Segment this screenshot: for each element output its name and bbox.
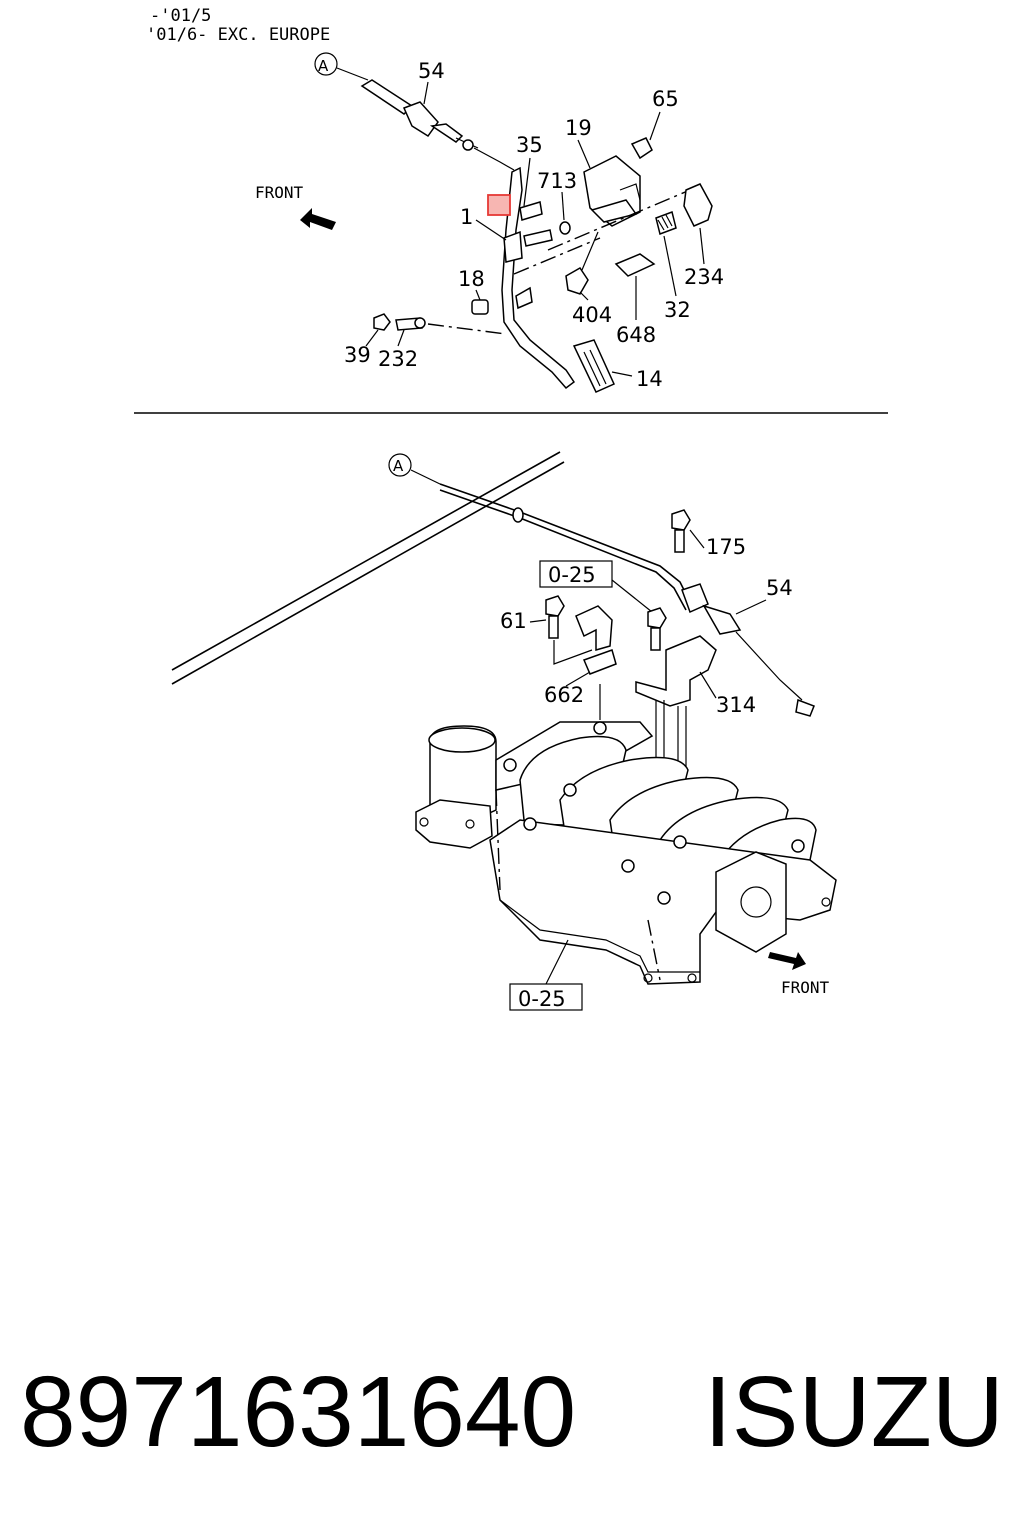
label-14: 14 <box>636 367 663 391</box>
label-39: 39 <box>344 343 371 367</box>
pedal-pad-14 <box>572 339 615 393</box>
switch-234 <box>683 183 713 227</box>
front-arrow-icon <box>300 208 336 230</box>
ref-label-top: 0-25 <box>548 563 596 587</box>
bottom-diagram: A 54 175 0-25 314 <box>171 451 837 1011</box>
label-65: 65 <box>652 87 679 111</box>
bolt-0-25 <box>647 607 667 629</box>
callout-a-circle <box>314 52 338 76</box>
label-175: 175 <box>706 535 746 559</box>
label-18: 18 <box>458 267 485 291</box>
label-32: 32 <box>664 298 691 322</box>
bushing-18 <box>471 299 489 315</box>
label-19: 19 <box>565 116 592 140</box>
label-648: 648 <box>616 323 656 347</box>
top-diagram: A 54 FRONT 19 65 35 <box>255 52 724 393</box>
intake-manifold <box>415 721 837 985</box>
bolt-65 <box>630 137 653 160</box>
clip-35 <box>519 201 543 221</box>
stopper-648 <box>614 253 656 277</box>
bolt-175 <box>671 509 691 531</box>
front-arrow-icon-bottom <box>768 952 806 970</box>
ref-box-top <box>539 560 613 588</box>
clip-404 <box>565 267 589 295</box>
callout-a-label: A <box>318 57 329 75</box>
washer-713 <box>559 221 571 235</box>
ref-label-bottom: 0-25 <box>518 987 566 1011</box>
front-label-top: FRONT <box>255 183 304 202</box>
highlight-marker <box>487 194 511 216</box>
label-35: 35 <box>516 133 543 157</box>
spring-32 <box>655 211 677 235</box>
pedal-arm-1 <box>501 166 576 390</box>
label-232: 232 <box>378 347 418 371</box>
front-label-bottom: FRONT <box>781 978 830 997</box>
label-54-bottom: 54 <box>766 576 793 600</box>
label-404: 404 <box>572 303 612 327</box>
brand-name: ISUZU <box>704 1356 1004 1468</box>
label-1: 1 <box>460 205 473 229</box>
manifold-flange <box>715 851 787 953</box>
label-234: 234 <box>684 265 724 289</box>
callout-a-circle-bottom <box>388 453 412 477</box>
label-662: 662 <box>544 683 584 707</box>
label-61: 61 <box>500 609 527 633</box>
header-market-note: '01/6- EXC. EUROPE <box>146 25 330 45</box>
part-number: 8971631640 <box>20 1356 576 1468</box>
nut-39 <box>373 313 391 331</box>
label-314: 314 <box>716 693 756 717</box>
clamp-662 <box>575 605 613 651</box>
header-date-range: -'01/5 <box>150 6 211 26</box>
callout-a-label-bottom: A <box>393 457 404 475</box>
label-54-top: 54 <box>418 59 445 83</box>
lever <box>590 199 638 223</box>
cable-54-bottom <box>439 483 815 717</box>
label-713: 713 <box>537 169 577 193</box>
cable-54 <box>360 79 515 171</box>
bracket-314 <box>635 635 717 707</box>
bolt-61 <box>545 595 565 617</box>
